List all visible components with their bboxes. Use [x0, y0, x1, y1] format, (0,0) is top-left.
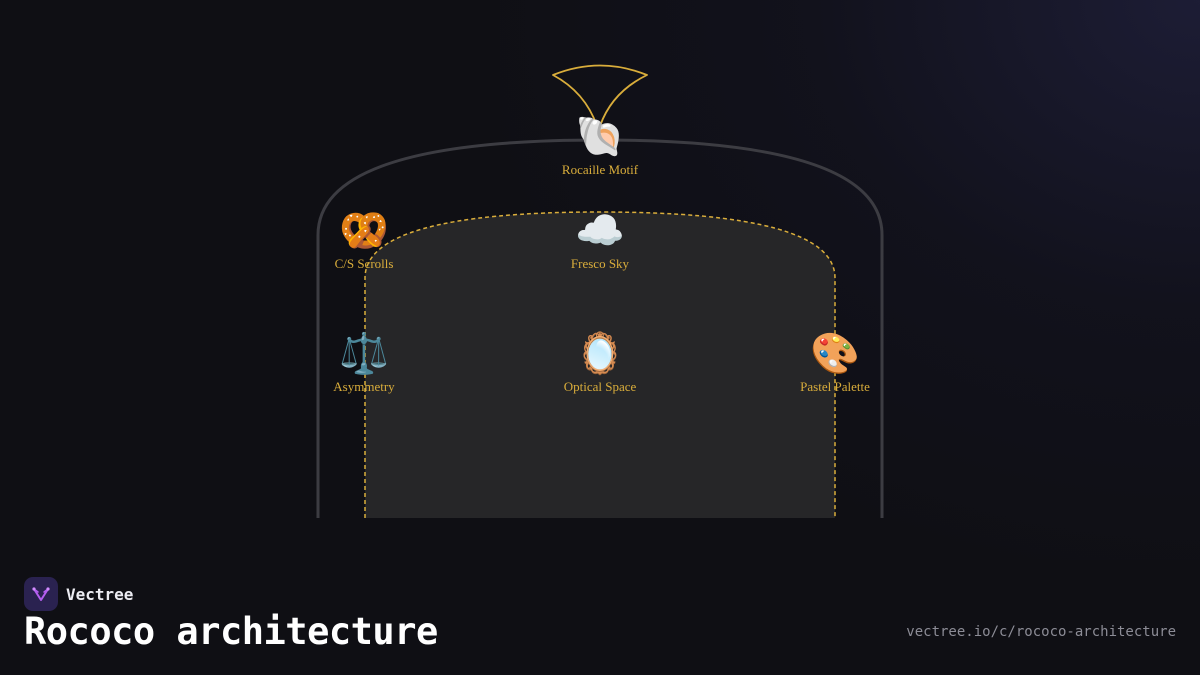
node-pastel-palette: 🎨 Pastel Palette [765, 331, 905, 395]
node-label: Fresco Sky [570, 256, 630, 271]
inner-arch [365, 212, 835, 518]
node-cs-scrolls: 🥨 C/S Scrolls [294, 208, 434, 272]
palette-icon: 🎨 [810, 331, 860, 377]
outer-arch [316, 138, 884, 518]
shell-icon: 🐚 [575, 114, 625, 160]
shell-ornament [552, 64, 648, 127]
brand-name: Vectree [66, 584, 134, 604]
logo-mark [32, 587, 50, 601]
node-label: Pastel Palette [800, 379, 870, 394]
node-label: C/S Scrolls [334, 256, 394, 271]
mirror-icon: 🪞 [575, 331, 625, 377]
pretzel-icon: 🥨 [339, 208, 389, 254]
node-asymmetry: ⚖️ Asymmetry [294, 331, 434, 395]
source-url: vectree.io/c/rococo-architecture [906, 624, 1176, 640]
node-fresco-sky: ☁️ Fresco Sky [530, 208, 670, 272]
balance-scale-icon: ⚖️ [339, 331, 389, 377]
node-label: Rocaille Motif [561, 162, 639, 177]
node-rocaille-motif: 🐚 Rocaille Motif [530, 114, 670, 178]
cloud-icon: ☁️ [575, 208, 625, 254]
page-title: Rococo architecture [24, 610, 438, 653]
brand: Vectree [24, 577, 133, 611]
vectree-logo-icon [24, 577, 58, 611]
node-optical-space: 🪞 Optical Space [530, 331, 670, 395]
node-label: Optical Space [563, 379, 637, 394]
node-label: Asymmetry [333, 379, 395, 394]
inner-arch-outline [364, 211, 836, 518]
